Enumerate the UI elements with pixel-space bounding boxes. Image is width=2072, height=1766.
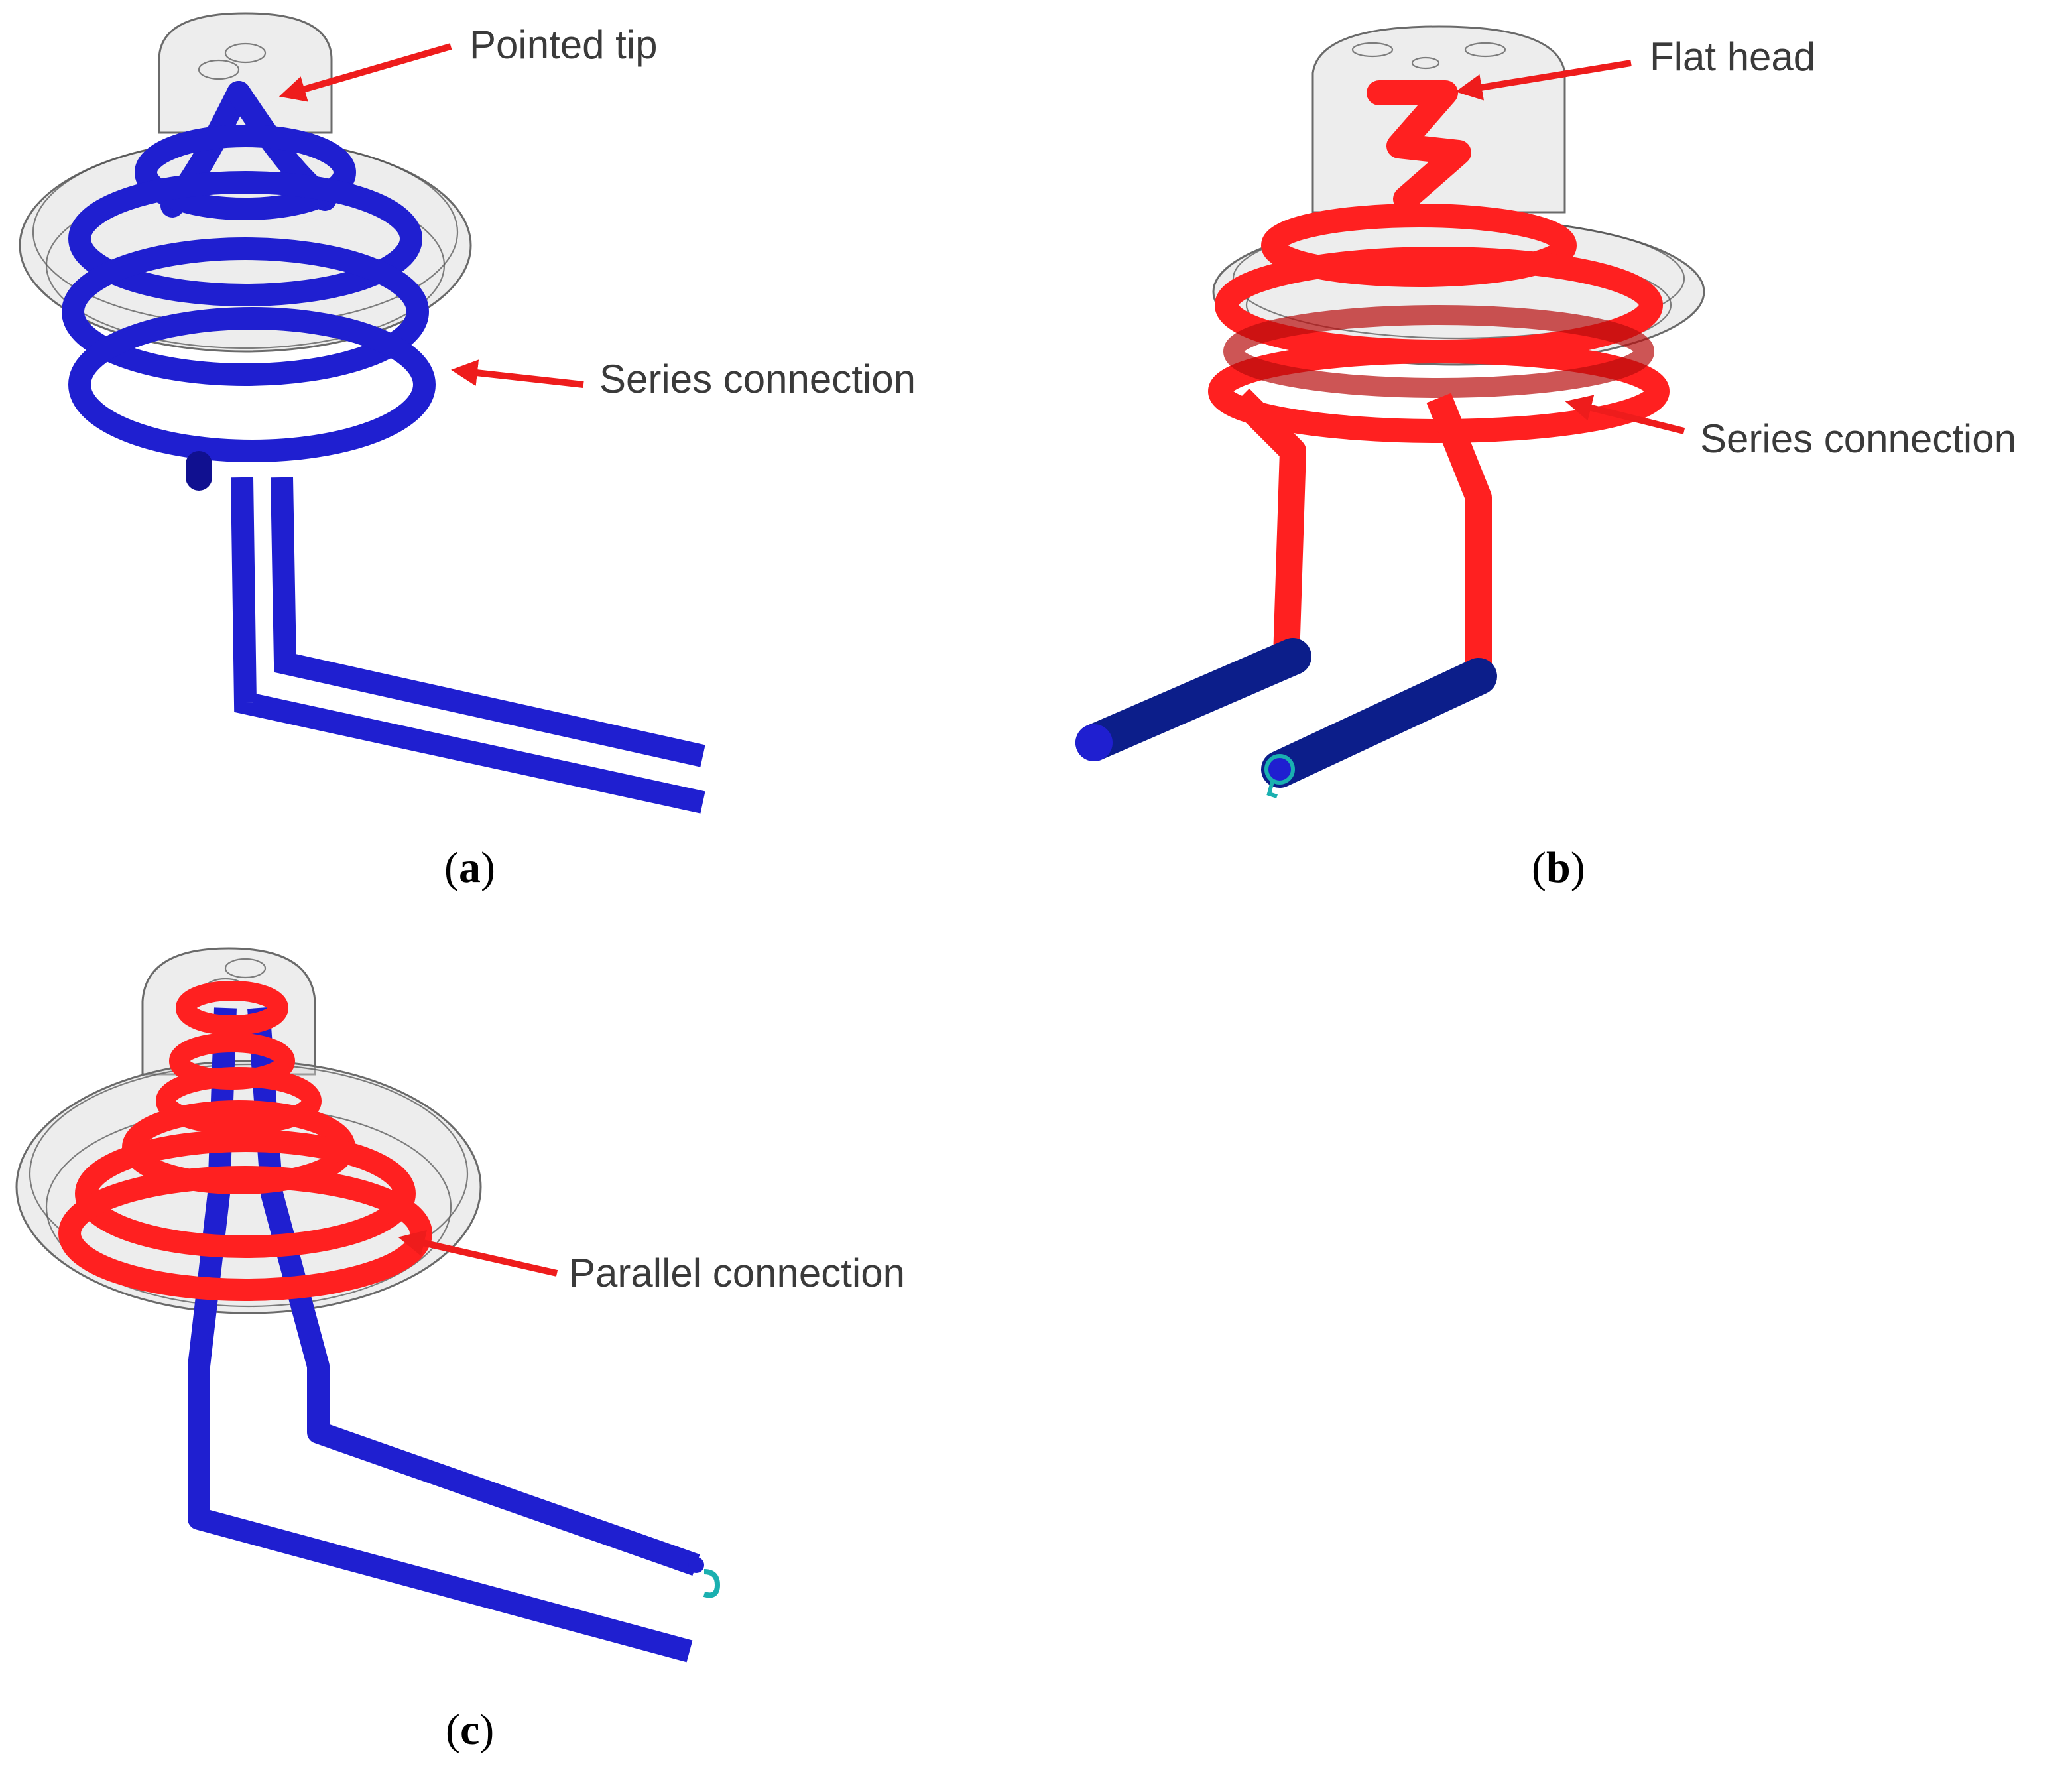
coil-b <box>1075 80 1670 798</box>
panel-a: Pointed tip Series connection (a) <box>19 12 916 892</box>
caption-b: (b) <box>1532 844 1585 892</box>
callout-connection-a: Series connection <box>451 357 916 401</box>
callout-tip-a: Pointed tip <box>278 23 658 102</box>
label-series-connection-a: Series connection <box>599 357 916 401</box>
coil-c <box>58 981 721 1663</box>
callout-tip-b: Flat head <box>1455 34 1815 101</box>
label-series-connection-b: Series connection <box>1700 416 2016 461</box>
panel-c: Parallel connection (c) <box>15 947 905 1754</box>
label-parallel-connection: Parallel connection <box>569 1251 905 1295</box>
callout-connection-b: Series connection <box>1565 395 2016 461</box>
callout-connection-c: Parallel connection <box>398 1230 905 1295</box>
coil-a <box>62 81 705 814</box>
label-pointed-tip: Pointed tip <box>469 23 658 67</box>
caption-c: (c) <box>446 1706 494 1754</box>
panel-b: Flat head Series connection (b) <box>1075 25 2016 892</box>
label-flat-head: Flat head <box>1650 34 1815 79</box>
caption-a: (a) <box>444 844 495 892</box>
